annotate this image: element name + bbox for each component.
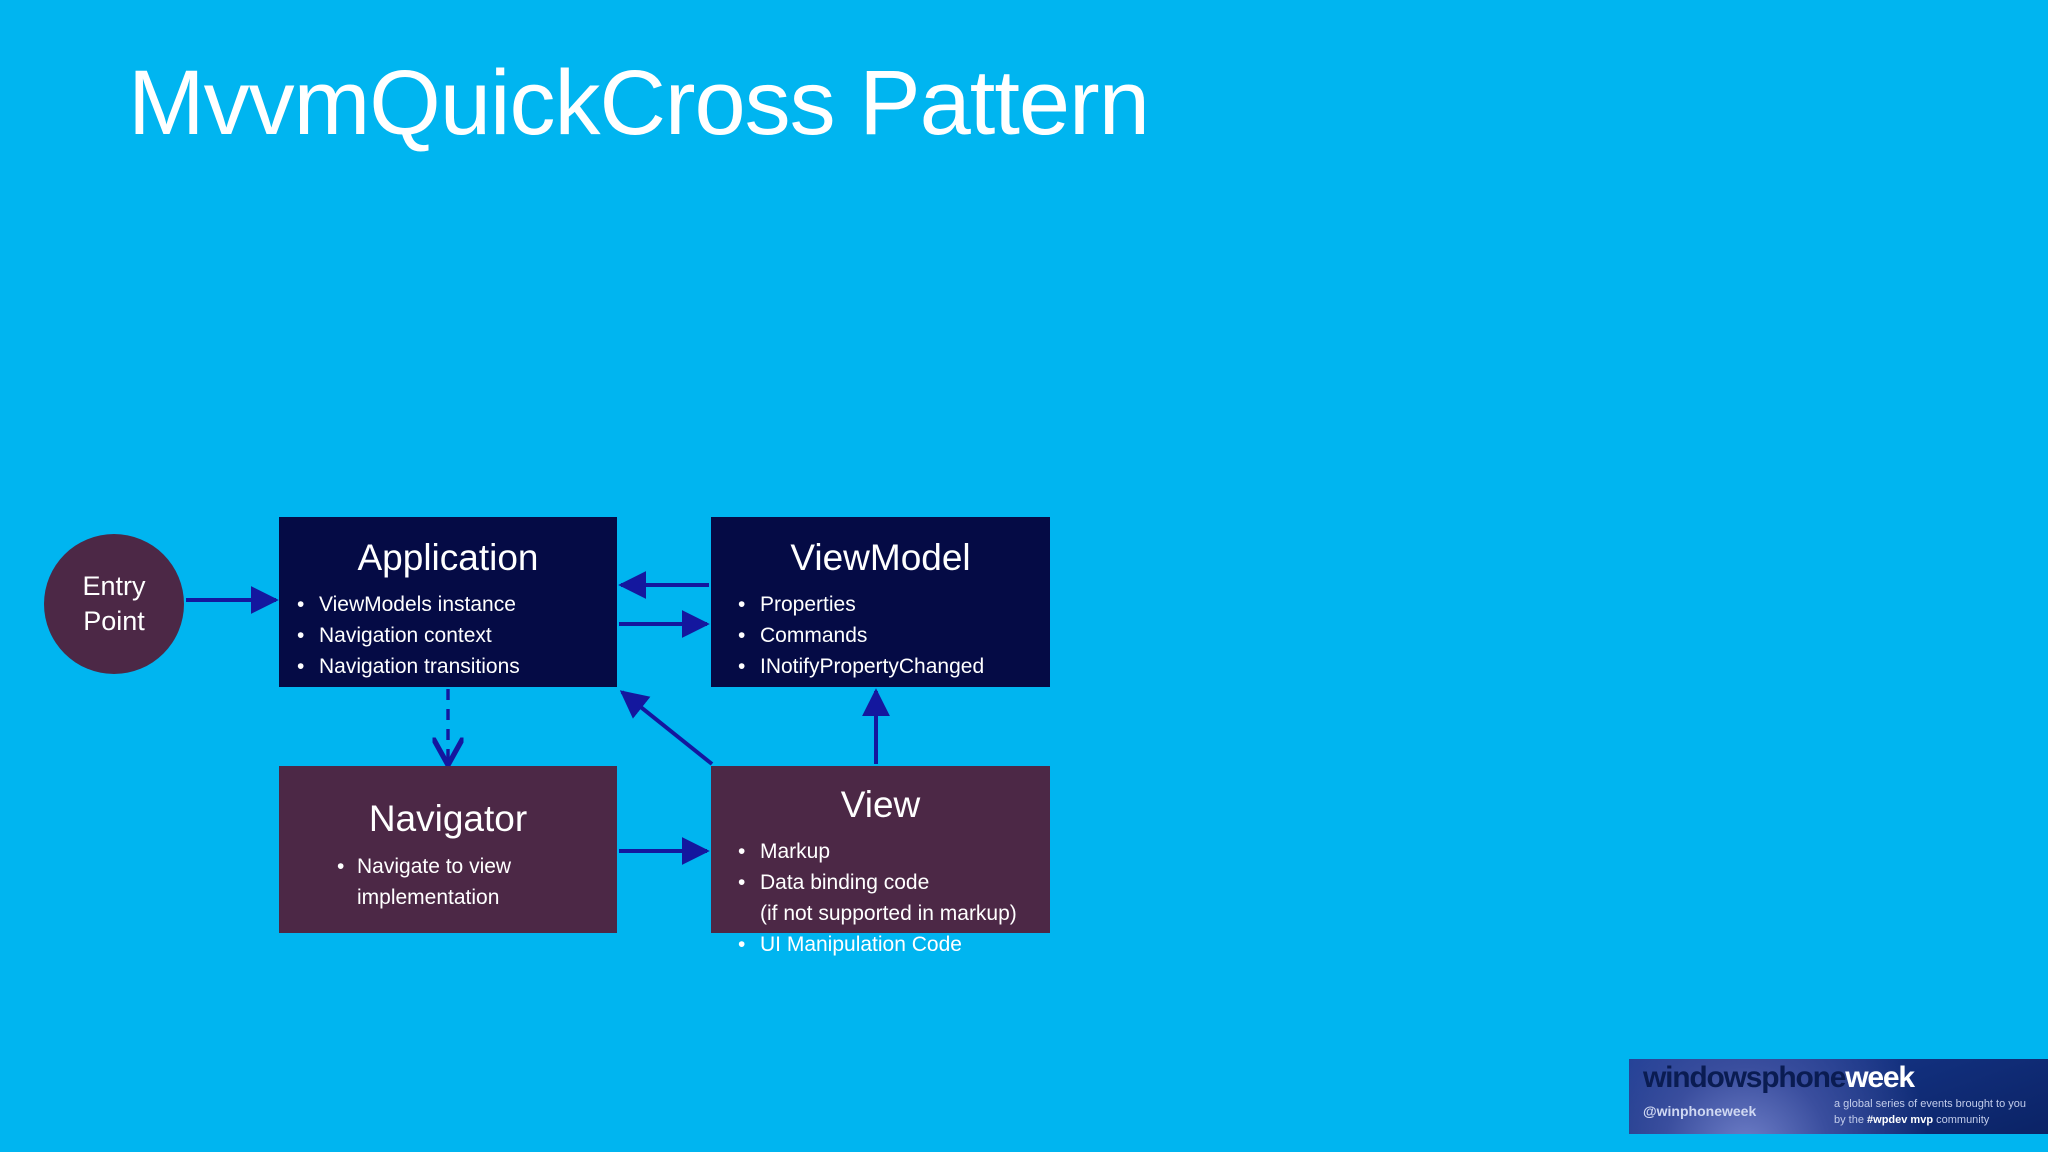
bullet-text: INotifyPropertyChanged (760, 654, 985, 678)
entry-point-label-line1: Entry (82, 571, 146, 602)
logo-tagline: a global series of events brought to you… (1834, 1097, 2044, 1129)
node-view-title: View (840, 784, 921, 825)
bullet-text: Navigate to view (357, 854, 512, 878)
node-navigator[interactable]: Navigator • Navigate to view implementat… (279, 766, 617, 933)
bullet-icon: • (738, 654, 746, 678)
bullet-icon: • (297, 592, 305, 616)
logo-tagline-line1: a global series of events brought to you (1834, 1098, 2027, 1110)
entry-point-label-line2: Point (83, 606, 145, 636)
node-application-title: Application (357, 537, 539, 578)
bullet-text: Markup (760, 839, 831, 863)
node-application[interactable]: Application • ViewModels instance • Naviga… (279, 517, 617, 687)
bullet-text-continuation: implementation (357, 885, 500, 909)
bullet-icon: • (297, 623, 305, 647)
connector-view-to-application (619, 690, 714, 766)
node-application-bullets: • ViewModels instance • Navigation context… (279, 589, 617, 682)
node-entry-point[interactable]: Entry Point (44, 534, 184, 674)
list-item: • Navigate to view implementation (319, 851, 617, 913)
list-item: • ViewModels instance (279, 589, 617, 620)
bullet-text: Navigation context (319, 623, 492, 647)
logo-wordmark: windowsphoneweek (1643, 1061, 1915, 1094)
node-viewmodel-title: ViewModel (790, 537, 971, 578)
logo-tagline-line2-post: community (1933, 1113, 1990, 1126)
list-item: • Markup (720, 836, 1050, 867)
list-item: • Data binding code (if not supported in… (720, 867, 1050, 929)
node-viewmodel-bullets: • Properties • Commands • INotifyPropertyCh… (711, 589, 1050, 682)
bullet-text-continuation: (if not supported in markup) (760, 901, 1017, 925)
bullet-icon: • (738, 932, 746, 956)
node-navigator-bullets: • Navigate to view implementation (279, 851, 617, 913)
bullet-icon: • (337, 854, 345, 878)
bullet-text: Data binding code (760, 870, 930, 894)
node-view[interactable]: View • Markup • Data binding code (if not… (711, 766, 1050, 956)
logo-handle: @winphoneweek (1643, 1103, 1757, 1119)
bullet-icon: • (297, 654, 305, 678)
logo-tagline-line2-pre: by the (1834, 1113, 1868, 1126)
bullet-text: Navigation transitions (319, 654, 520, 678)
bullet-text: UI Manipulation Code (760, 932, 962, 956)
bullet-icon: • (738, 870, 746, 894)
node-viewmodel[interactable]: ViewModel • Properties • Commands • INotify… (711, 517, 1050, 687)
logo-wordmark-light: week (1845, 1061, 1915, 1094)
bullet-icon: • (738, 592, 746, 616)
bullet-text: Properties (760, 592, 856, 616)
node-navigator-title: Navigator (368, 798, 528, 839)
node-view-bullets: • Markup • Data binding code (if not supp… (711, 836, 1050, 960)
logo-tagline-line2-bold: #wpdev mvp (1867, 1113, 1934, 1126)
list-item: • UI Manipulation Code (720, 929, 1050, 960)
list-item: • INotifyPropertyChanged (720, 651, 1050, 682)
list-item: • Properties (720, 589, 1050, 620)
bullet-text: Commands (760, 623, 868, 647)
bullet-icon: • (738, 839, 746, 863)
list-item: • Commands (720, 620, 1050, 651)
logo-wordmark-dark: windowsphone (1643, 1061, 1846, 1094)
list-item: • Navigation context (279, 620, 617, 651)
bullet-text: ViewModels instance (319, 592, 516, 616)
page-title: MvvmQuickCross Pattern (128, 52, 1150, 154)
bullet-icon: • (738, 623, 746, 647)
windowsphoneweek-logo: windowsphoneweek @winphoneweek a global … (1629, 1059, 2048, 1134)
list-item: • Navigation transitions (279, 651, 617, 682)
